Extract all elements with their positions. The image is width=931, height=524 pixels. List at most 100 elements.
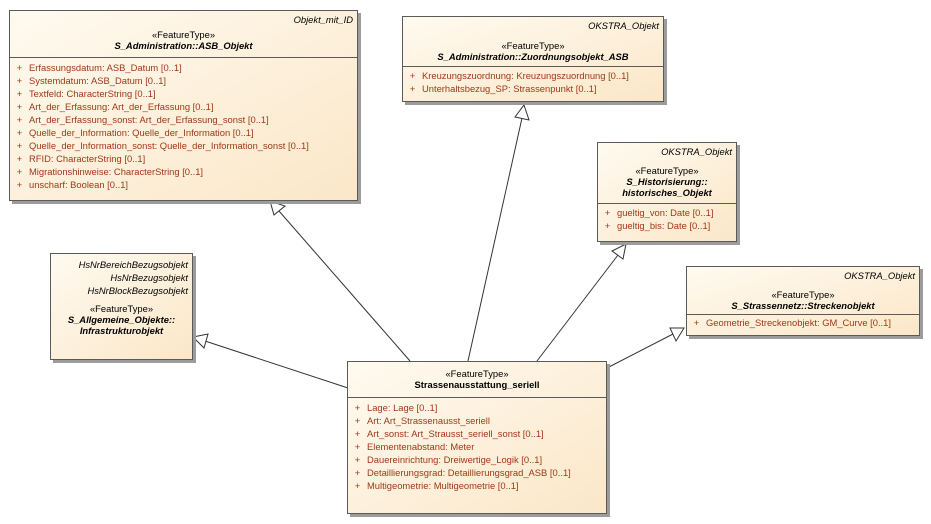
attribute-list: + Lage: Lage [0..1] + Art: Art_Strassenaus… <box>348 397 606 492</box>
attribute-row[interactable]: + Quelle_der_Information: Quelle_der_Info… <box>10 126 357 139</box>
class-historisches-objekt[interactable]: OKSTRA_Objekt «FeatureType» S_Historisie… <box>597 142 737 242</box>
class-name: S_Administration::Zuordnungsobjekt_ASB <box>437 51 629 62</box>
stereotype-label: «FeatureType» <box>89 303 154 314</box>
attribute-row[interactable]: +Unterhaltsbezug_SP: Strassenpunkt [0..1… <box>403 82 663 95</box>
class-header: «FeatureType» Strassenausstattung_seriel… <box>348 362 606 397</box>
class-strassenausstattung-seriell[interactable]: «FeatureType» Strassenausstattung_seriel… <box>347 361 607 514</box>
visibility-marker: + <box>354 402 361 413</box>
attribute-list: + Kreuzungszuordnung: Kreuzungszuordnung … <box>403 66 663 95</box>
generalization-zuordnungsobjekt[interactable] <box>467 103 530 362</box>
class-header: «FeatureType» S_Administration::ASB_Obje… <box>10 25 357 57</box>
attribute-text: Art_sonst: Art_Strausst_seriell_sonst [0… <box>367 428 544 439</box>
attribute-text: RFID: CharacterString [0..1] <box>29 153 146 164</box>
class-tagged-value: Objekt_mit_ID <box>293 14 353 25</box>
visibility-marker: + <box>16 140 23 151</box>
attribute-row[interactable]: + Geometrie_Streckenobjekt: GM_Curve [0..… <box>687 316 919 329</box>
attribute-text: gueltig_von: Date [0..1] <box>617 207 714 218</box>
stereotype-label: «FeatureType» <box>151 29 216 40</box>
visibility-marker: + <box>16 153 23 164</box>
class-asb-objekt[interactable]: Objekt_mit_ID «FeatureType» S_Administra… <box>9 10 358 201</box>
class-tagged-value: OKSTRA_Objekt <box>844 270 915 281</box>
class-header: «FeatureType» S_Strassennetz::Streckenob… <box>687 281 919 314</box>
attribute-text: Multigeometrie: Multigeometrie [0..1] <box>367 480 519 491</box>
class-zuordnungsobjekt-asb[interactable]: OKSTRA_Objekt «FeatureType» S_Administra… <box>402 16 664 102</box>
visibility-marker: + <box>16 101 23 112</box>
attribute-text: Erfassungsdatum: ASB_Datum [0..1] <box>29 62 182 73</box>
attribute-text: Detaillierungsgrad: Detaillierungsgrad_A… <box>367 467 571 478</box>
visibility-marker: + <box>16 127 23 138</box>
class-header: «FeatureType» S_Allgemeine_Objekte:: Inf… <box>51 297 192 336</box>
attribute-text: Art: Art_Strassenausst_seriell <box>367 415 490 426</box>
visibility-marker: + <box>354 415 361 426</box>
class-tagged-value: OKSTRA_Objekt <box>588 20 659 31</box>
attribute-row[interactable]: +Dauereinrichtung: Dreiwertige_Logik [0.… <box>348 453 606 466</box>
attribute-list: + Geometrie_Streckenobjekt: GM_Curve [0..… <box>687 314 919 329</box>
attribute-text: Quelle_der_Information: Quelle_der_Infor… <box>29 127 254 138</box>
visibility-marker: + <box>16 179 23 190</box>
attribute-row[interactable]: +Migrationshinweise: CharacterString [0.… <box>10 165 357 178</box>
attribute-row[interactable]: + Erfassungsdatum: ASB_Datum [0..1] <box>10 61 357 74</box>
class-tagged-value: HsNrBlockBezugsobjekt <box>87 285 188 296</box>
class-tagged-value: OKSTRA_Objekt <box>661 146 732 157</box>
generalization-infrastrukturobjekt[interactable] <box>191 333 349 389</box>
attribute-list: + gueltig_von: Date [0..1] +gueltig_bis: … <box>598 203 736 232</box>
class-streckenobjekt[interactable]: OKSTRA_Objekt «FeatureType» S_Strassenne… <box>686 266 920 336</box>
visibility-marker: + <box>693 317 700 328</box>
visibility-marker: + <box>354 467 361 478</box>
attribute-text: Art_der_Erfassung: Art_der_Erfassung [0.… <box>29 101 214 112</box>
visibility-marker: + <box>16 75 23 86</box>
attribute-row[interactable]: + Art: Art_Strassenausst_seriell <box>348 414 606 427</box>
class-infrastrukturobjekt[interactable]: HsNrBereichBezugsobjekt HsNrBezugsobjekt… <box>50 253 193 360</box>
attribute-row[interactable]: + Art_der_Erfassung_sonst: Art_der_Erfass… <box>10 113 357 126</box>
class-name: S_Strassennetz::Streckenobjekt <box>731 300 875 311</box>
class-name: Strassenausstattung_seriell <box>414 379 540 390</box>
visibility-marker: + <box>16 114 23 125</box>
attribute-row[interactable]: +Textfeld: CharacterString [0..1] <box>10 87 357 100</box>
stereotype-label: «FeatureType» <box>635 165 699 176</box>
attribute-row[interactable]: + gueltig_von: Date [0..1] <box>598 206 736 219</box>
class-name: historisches_Objekt <box>622 187 712 198</box>
attribute-row[interactable]: +Systemdatum: ASB_Datum [0..1] <box>10 74 357 87</box>
attribute-list: + Erfassungsdatum: ASB_Datum [0..1] +Syst… <box>10 57 357 191</box>
class-tagged-value: HsNrBereichBezugsobjekt <box>78 259 188 270</box>
attribute-text: Kreuzungszuordnung: Kreuzungszuordnung [… <box>422 70 629 81</box>
attribute-row[interactable]: + Quelle_der_Information_sonst: Quelle_de… <box>10 139 357 152</box>
attribute-text: Elementenabstand: Meter <box>367 441 475 452</box>
attribute-row[interactable]: + RFID: CharacterString [0..1] <box>10 152 357 165</box>
attribute-row[interactable]: +gueltig_bis: Date [0..1] <box>598 219 736 232</box>
attribute-text: unscharf: Boolean [0..1] <box>29 179 129 190</box>
class-name: S_Historisierung:: <box>626 176 708 187</box>
attribute-text: Quelle_der_Information_sonst: Quelle_der… <box>29 140 309 151</box>
attribute-row[interactable]: +Art_sonst: Art_Strausst_seriell_sonst [… <box>348 427 606 440</box>
attribute-text: gueltig_bis: Date [0..1] <box>617 220 711 231</box>
attribute-text: Lage: Lage [0..1] <box>367 402 438 413</box>
attribute-row[interactable]: + Lage: Lage [0..1] <box>348 401 606 414</box>
class-tagged-value: HsNrBezugsobjekt <box>110 272 188 283</box>
attribute-text: Migrationshinweise: CharacterString [0..… <box>29 166 204 177</box>
generalization-streckenobjekt[interactable] <box>606 327 685 369</box>
attribute-text: Geometrie_Streckenobjekt: GM_Curve [0..1… <box>706 317 891 328</box>
class-tagged-values: HsNrBereichBezugsobjekt HsNrBezugsobjekt… <box>51 254 192 297</box>
visibility-marker: + <box>604 207 611 218</box>
visibility-marker: + <box>16 62 23 73</box>
visibility-marker: + <box>354 454 361 465</box>
attribute-row[interactable]: + Elementenabstand: Meter <box>348 440 606 453</box>
attribute-row[interactable]: + Art_der_Erfassung: Art_der_Erfassung [0… <box>10 100 357 113</box>
generalization-asb-objekt[interactable] <box>269 200 411 362</box>
generalization-historisches-objekt[interactable] <box>536 243 627 362</box>
visibility-marker: + <box>354 441 361 452</box>
attribute-row[interactable]: + Kreuzungszuordnung: Kreuzungszuordnung … <box>403 69 663 82</box>
class-name: Infrastrukturobjekt <box>79 325 164 336</box>
attribute-row[interactable]: + Detaillierungsgrad: Detaillierungsgrad_… <box>348 466 606 479</box>
class-header: «FeatureType» S_Administration::Zuordnun… <box>403 31 663 66</box>
visibility-marker: + <box>409 83 416 94</box>
class-header: «FeatureType» S_Historisierung:: histori… <box>598 157 736 203</box>
attribute-row[interactable]: + unscharf: Boolean [0..1] <box>10 178 357 191</box>
stereotype-label: «FeatureType» <box>771 289 835 300</box>
attribute-row[interactable]: + Multigeometrie: Multigeometrie [0..1] <box>348 479 606 492</box>
attribute-text: Art_der_Erfassung_sonst: Art_der_Erfassu… <box>29 114 269 125</box>
visibility-marker: + <box>16 88 23 99</box>
visibility-marker: + <box>409 70 416 81</box>
visibility-marker: + <box>354 480 361 491</box>
class-name: S_Allgemeine_Objekte:: <box>67 314 176 325</box>
